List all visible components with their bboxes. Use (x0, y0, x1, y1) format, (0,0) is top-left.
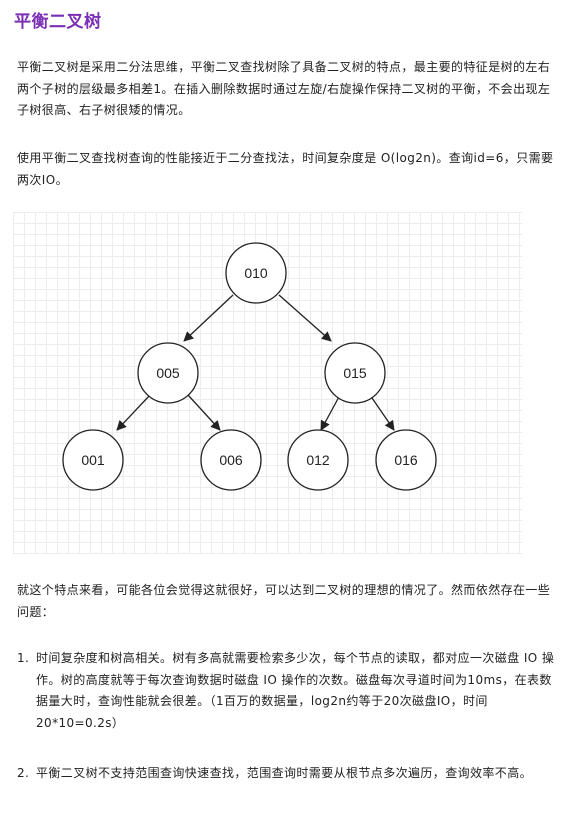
node-label-root: 010 (244, 265, 268, 281)
tree-node-right-left: 012 (287, 429, 349, 491)
edge-left-leftleaf (116, 394, 151, 431)
tree-node-left: 005 (137, 342, 199, 404)
tree-node-left-right: 006 (200, 429, 262, 491)
tree-node-left-left: 001 (62, 429, 124, 491)
list-item-number: 1. (17, 651, 30, 665)
node-label-left: 005 (156, 365, 180, 381)
node-label-right-left: 012 (306, 452, 330, 468)
tree-node-right-right: 016 (375, 429, 437, 491)
edge-right-leftleaf (320, 394, 341, 431)
tree-node-root: 010 (225, 242, 287, 304)
list-item: 2. 平衡二叉树不支持范围查询快速查找，范围查询时需要从根节点多次遍历，查询效率… (17, 763, 562, 785)
node-label-right-right: 016 (394, 452, 418, 468)
balanced-tree-diagram: 010 005 015 001 006 012 (13, 212, 522, 554)
problem-intro-paragraph: 就这个特点来看，可能各位会觉得这就很好，可以达到二叉树的理想的情况了。然而依然存… (17, 583, 551, 619)
edge-right-rightleaf (369, 394, 395, 431)
edge-left-rightleaf (187, 394, 221, 431)
edge-root-right (278, 294, 332, 342)
node-label-left-left: 001 (81, 452, 105, 468)
list-item-text: 平衡二叉树不支持范围查询快速查找，范围查询时需要从根节点多次遍历，查询效率不高。 (36, 766, 533, 780)
node-label-right: 015 (343, 365, 367, 381)
tree-node-right: 015 (324, 342, 386, 404)
performance-paragraph: 使用平衡二叉查找树查询的性能接近于二分查找法，时间复杂度是 O(log2n)。查… (17, 151, 554, 187)
edge-root-left (183, 294, 234, 342)
tree-svg: 010 005 015 001 006 012 (62, 242, 437, 491)
section-title: 平衡二叉树 (14, 12, 102, 32)
list-item-number: 2. (17, 766, 30, 780)
list-item-text: 时间复杂度和树高相关。树有多高就需要检索多少次，每个节点的读取，都对应一次磁盘 … (36, 651, 555, 730)
node-label-left-right: 006 (219, 452, 243, 468)
list-item: 1. 时间复杂度和树高相关。树有多高就需要检索多少次，每个节点的读取，都对应一次… (17, 648, 562, 734)
intro-paragraph: 平衡二叉树是采用二分法思维，平衡二叉查找树除了具备二叉树的特点，最主要的特征是树… (17, 60, 551, 117)
